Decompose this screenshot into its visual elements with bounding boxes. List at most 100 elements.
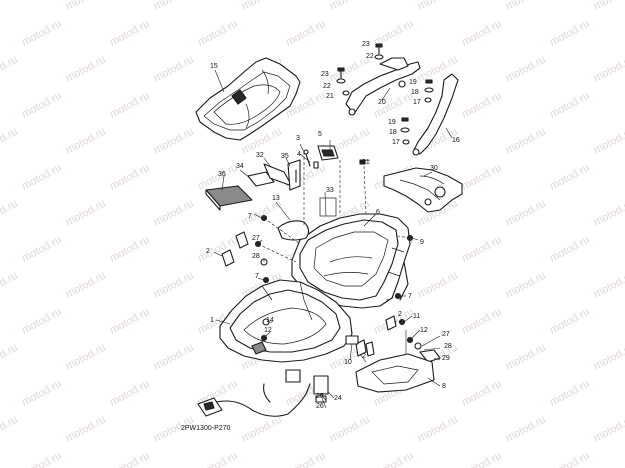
- watermark-96: motod.ru: [0, 414, 20, 445]
- callout-7-3: 7: [408, 293, 412, 300]
- callout-2-2: 2: [398, 311, 402, 318]
- part-13-cover: [277, 220, 310, 241]
- callout-19: 19: [409, 79, 417, 86]
- callout-7: 7: [248, 213, 252, 220]
- watermark-1: motod.ru: [64, 0, 108, 13]
- watermark-40: motod.ru: [20, 162, 64, 193]
- watermark-3: motod.ru: [240, 0, 284, 13]
- watermark-46: motod.ru: [548, 162, 592, 193]
- callout-4: 4: [297, 151, 301, 158]
- watermark-93: motod.ru: [460, 378, 504, 409]
- wiring-harness: [197, 369, 329, 417]
- watermark-7: motod.ru: [592, 0, 625, 13]
- watermark-14: motod.ru: [548, 18, 592, 49]
- watermark-62: motod.ru: [548, 234, 592, 265]
- watermark-108: motod.ru: [372, 450, 416, 468]
- watermark-104: motod.ru: [20, 450, 64, 468]
- callout-13: 13: [272, 195, 280, 202]
- watermark-33: motod.ru: [64, 126, 108, 157]
- watermark-22: motod.ru: [504, 54, 548, 85]
- watermark-66: motod.ru: [152, 270, 196, 301]
- watermark-6: motod.ru: [504, 0, 548, 13]
- watermark-49: motod.ru: [64, 198, 108, 229]
- callout-19-2: 19: [388, 119, 396, 126]
- watermark-55: motod.ru: [592, 198, 625, 229]
- watermark-56: motod.ru: [20, 234, 64, 265]
- watermark-48: motod.ru: [0, 198, 20, 229]
- watermark-101: motod.ru: [416, 414, 460, 445]
- part-20-rear-grab-rail: [345, 57, 421, 116]
- watermark-16: motod.ru: [0, 54, 20, 85]
- watermark-11: motod.ru: [284, 18, 328, 49]
- watermark-24: motod.ru: [20, 90, 64, 121]
- watermark-110: motod.ru: [548, 450, 592, 468]
- callout-9: 9: [420, 239, 424, 246]
- watermark-29: motod.ru: [460, 90, 504, 121]
- callout-24: 24: [334, 395, 342, 402]
- watermark-78: motod.ru: [548, 306, 592, 337]
- callout-22-2: 22: [323, 83, 331, 90]
- watermark-30: motod.ru: [548, 90, 592, 121]
- watermark-38: motod.ru: [504, 126, 548, 157]
- part-16-side-grab-rail: [412, 73, 459, 156]
- watermark-10: motod.ru: [196, 18, 240, 49]
- callout-1: 1: [210, 317, 214, 324]
- watermark-69: motod.ru: [416, 270, 460, 301]
- watermark-80: motod.ru: [0, 342, 20, 373]
- callout-12: 12: [264, 327, 272, 334]
- callout-2: 2: [206, 248, 210, 255]
- watermark-54: motod.ru: [504, 198, 548, 229]
- watermark-94: motod.ru: [548, 378, 592, 409]
- watermark-72: motod.ru: [20, 306, 64, 337]
- callout-23-2: 23: [321, 71, 329, 78]
- watermark-8: motod.ru: [20, 18, 64, 49]
- callout-17-2: 17: [392, 139, 400, 146]
- callout-8: 8: [442, 383, 446, 390]
- watermark-102: motod.ru: [504, 414, 548, 445]
- watermark-89: motod.ru: [108, 378, 152, 409]
- watermark-34: motod.ru: [152, 126, 196, 157]
- watermark-99: motod.ru: [240, 414, 284, 445]
- watermark-81: motod.ru: [64, 342, 108, 373]
- callout-2-3: 2: [362, 353, 366, 360]
- part-30-rear-bracket: [359, 159, 463, 213]
- watermark-13: motod.ru: [460, 18, 504, 49]
- part-2-clips: [221, 231, 397, 357]
- watermark-57: motod.ru: [108, 234, 152, 265]
- watermark-25: motod.ru: [108, 90, 152, 121]
- watermark-18: motod.ru: [152, 54, 196, 85]
- part-1-main-body: [219, 279, 353, 363]
- watermark-82: motod.ru: [152, 342, 196, 373]
- watermark-45: motod.ru: [460, 162, 504, 193]
- watermark-97: motod.ru: [64, 414, 108, 445]
- callout-25: 25: [316, 393, 324, 400]
- watermark-70: motod.ru: [504, 270, 548, 301]
- watermark-50: motod.ru: [152, 198, 196, 229]
- watermark-106: motod.ru: [196, 450, 240, 468]
- callout-12-2: 12: [420, 327, 428, 334]
- part-15-seat-liner: [195, 57, 301, 141]
- callout-22: 22: [366, 53, 374, 60]
- callout-28: 28: [252, 253, 260, 260]
- watermark-0: motod.ru: [0, 0, 20, 13]
- callout-18-2: 18: [389, 129, 397, 136]
- callout-32: 32: [256, 152, 264, 159]
- watermark-73: motod.ru: [108, 306, 152, 337]
- callout-18: 18: [411, 89, 419, 96]
- callout-28-2: 28: [444, 343, 452, 350]
- callout-21: 21: [326, 93, 334, 100]
- small-parts-group: [205, 145, 339, 217]
- callout-30: 30: [430, 165, 438, 172]
- watermark-86: motod.ru: [504, 342, 548, 373]
- callout-7-2: 7: [255, 273, 259, 280]
- watermark-87: motod.ru: [592, 342, 625, 373]
- part-29-bracket: [419, 349, 441, 363]
- callout-34: 34: [236, 163, 244, 170]
- callout-6: 6: [376, 209, 380, 216]
- watermark-77: motod.ru: [460, 306, 504, 337]
- callout-10: 10: [344, 359, 352, 366]
- watermark-17: motod.ru: [64, 54, 108, 85]
- callout-33: 33: [326, 187, 334, 194]
